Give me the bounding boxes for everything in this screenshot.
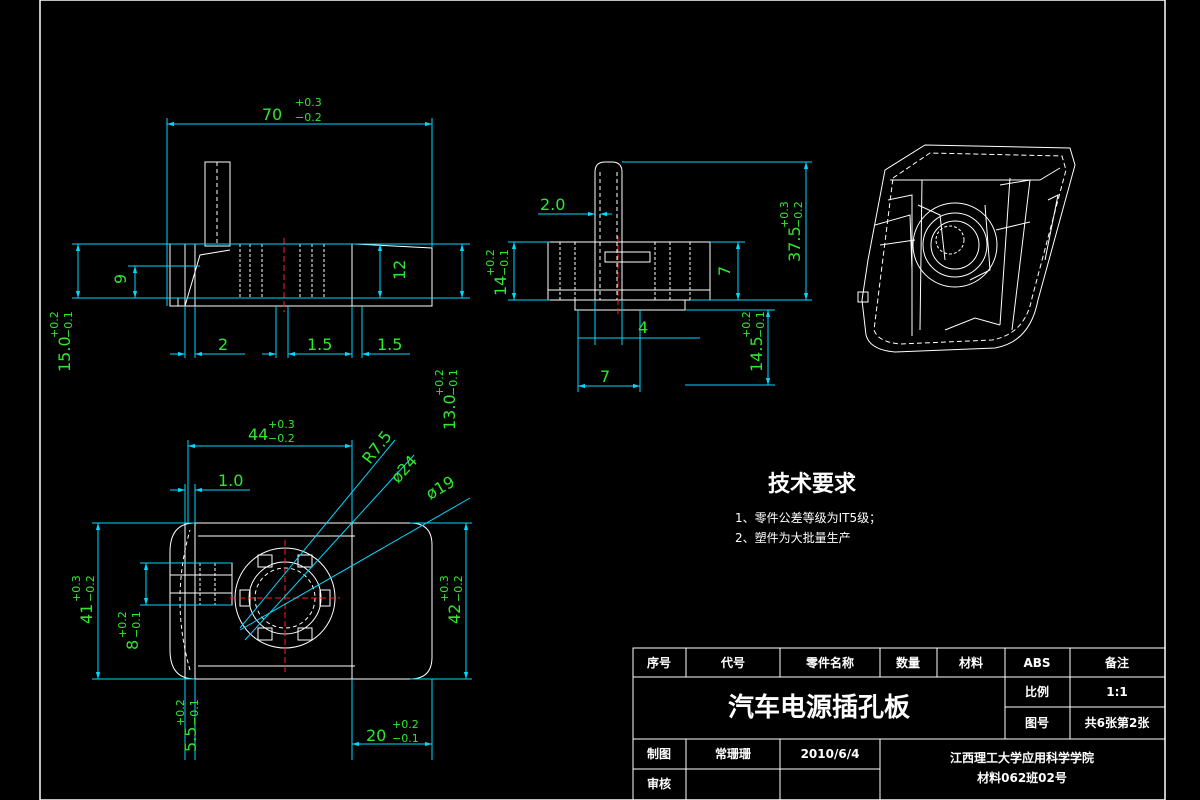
tb-org-line2: 材料062班02号 — [976, 770, 1067, 785]
tb-drawn-label: 制图 — [647, 746, 671, 761]
dim-phi19: ø19 — [423, 472, 459, 504]
dim-37-5-dn: −0.2 — [792, 201, 805, 228]
dim-14-5-dn: −0.1 — [754, 311, 767, 338]
dim-side-4: 4 — [638, 318, 648, 337]
dim-8-group: 8 +0.2 −0.1 — [116, 611, 143, 650]
tb-drawn-by: 常珊珊 — [715, 746, 751, 761]
dim-5-5-dn: −0.1 — [188, 699, 201, 726]
title-block — [632, 647, 1166, 800]
dim-r7-5: R7.5 — [358, 427, 395, 468]
tb-date: 2010/6/4 — [801, 747, 860, 761]
dim-44-dn: −0.2 — [268, 432, 295, 445]
dim-37-5-group: 37.5 +0.3 −0.2 — [778, 201, 805, 262]
dim-13-main: 13.0 — [440, 394, 459, 430]
dim-20-main: 20 — [366, 726, 386, 745]
dim-14-group: 14 +0.2 −0.1 — [484, 249, 511, 296]
front-dim-lines — [72, 118, 470, 358]
top-center-lines — [230, 540, 340, 672]
dim-70-tol-up: +0.3 — [295, 96, 322, 109]
tb-scale-label: 比例 — [1025, 684, 1049, 699]
tb-material-value: ABS — [1023, 656, 1050, 670]
dim-15-group: 15.0 +0.2 −0.1 — [48, 311, 75, 372]
drawing-title: 汽车电源插孔板 — [728, 692, 910, 723]
tb-sheet-value: 共6张第2张 — [1085, 715, 1151, 730]
tb-org-line1: 江西理工大学应用科学学院 — [950, 750, 1094, 765]
tb-header-material: 材料 — [958, 655, 983, 670]
dim-20-up: +0.2 — [392, 718, 419, 731]
dim-5-5-group: 5.5 +0.2 −0.1 — [174, 699, 201, 752]
dim-14-5-up: +0.2 — [740, 311, 753, 338]
dim-41-group: 41 +0.3 −0.2 — [70, 575, 97, 624]
dim-side-7b: 7 — [600, 367, 610, 386]
dim-8-dn: −0.1 — [130, 611, 143, 638]
dim-phi24: ø24 — [387, 452, 421, 487]
dim-14-main: 14 — [491, 276, 510, 296]
tb-header-code: 代号 — [720, 655, 745, 670]
dim-44-main: 44 — [248, 425, 268, 444]
tb-scale-value: 1:1 — [1106, 685, 1128, 699]
dim-5-5-up: +0.2 — [174, 699, 187, 726]
tb-header-part-name: 零件名称 — [805, 655, 854, 670]
tech-req-heading: 技术要求 — [768, 472, 856, 497]
dim-14-up: +0.2 — [484, 249, 497, 276]
dim-42-dn: −0.2 — [452, 575, 465, 602]
tb-sheet-label: 图号 — [1025, 715, 1049, 730]
dim-20-dn: −0.1 — [392, 732, 419, 745]
dim-41-up: +0.3 — [70, 575, 83, 602]
dim-2: 2 — [218, 335, 228, 354]
dim-15-dn: −0.1 — [62, 311, 75, 338]
dim-8-up: +0.2 — [116, 611, 129, 638]
dim-14-dn: −0.1 — [498, 249, 511, 276]
tb-header-qty: 数量 — [896, 655, 920, 670]
dim-1-0: 1.0 — [218, 471, 243, 490]
tech-req-item-2: 2、塑件为大批量生产 — [735, 530, 851, 545]
drawing-frame — [39, 0, 1166, 800]
front-view — [169, 161, 433, 307]
tb-check-label: 审核 — [647, 776, 671, 791]
dim-13-group: 13.0 +0.2 −0.1 — [433, 369, 460, 430]
dim-12: 12 — [390, 260, 409, 280]
dim-37-5-up: +0.3 — [778, 201, 791, 228]
dim-70-main: 70 — [262, 105, 282, 124]
tb-header-seq: 序号 — [647, 655, 671, 670]
top-dim-lines — [92, 439, 472, 760]
dim-5-5-main: 5.5 — [181, 727, 200, 752]
dim-42-main: 42 — [445, 604, 464, 624]
dim-41-dn: −0.2 — [84, 575, 97, 602]
dim-side-2-0: 2.0 — [540, 195, 565, 214]
side-dim-lines — [508, 161, 812, 392]
dim-41-main: 41 — [77, 604, 96, 624]
top-view — [169, 522, 433, 680]
dim-15-main: 15.0 — [55, 336, 74, 372]
dim-15-up: +0.2 — [48, 311, 61, 338]
dim-13-dn: −0.1 — [447, 369, 460, 396]
isometric-view — [857, 144, 1076, 353]
dim-14-5-group: 14.5 +0.2 −0.1 — [740, 311, 767, 372]
dim-1-5a: 1.5 — [307, 335, 332, 354]
dim-side-7a: 7 — [715, 266, 734, 276]
dim-1-5b: 1.5 — [377, 335, 402, 354]
dim-70-tol-dn: −0.2 — [295, 111, 322, 124]
dim-9: 9 — [111, 274, 130, 284]
tb-header-remarks: 备注 — [1104, 655, 1129, 670]
side-view — [547, 161, 711, 311]
dim-13-up: +0.2 — [433, 369, 446, 396]
dim-42-group: 42 +0.3 −0.2 — [438, 575, 465, 624]
tech-req-item-1: 1、零件公差等级为IT5级； — [735, 511, 881, 525]
dim-8-main: 8 — [123, 640, 142, 650]
dim-44-up: +0.3 — [268, 418, 295, 431]
dim-37-5-main: 37.5 — [785, 226, 804, 262]
dim-42-up: +0.3 — [438, 575, 451, 602]
dim-14-5-main: 14.5 — [747, 336, 766, 372]
